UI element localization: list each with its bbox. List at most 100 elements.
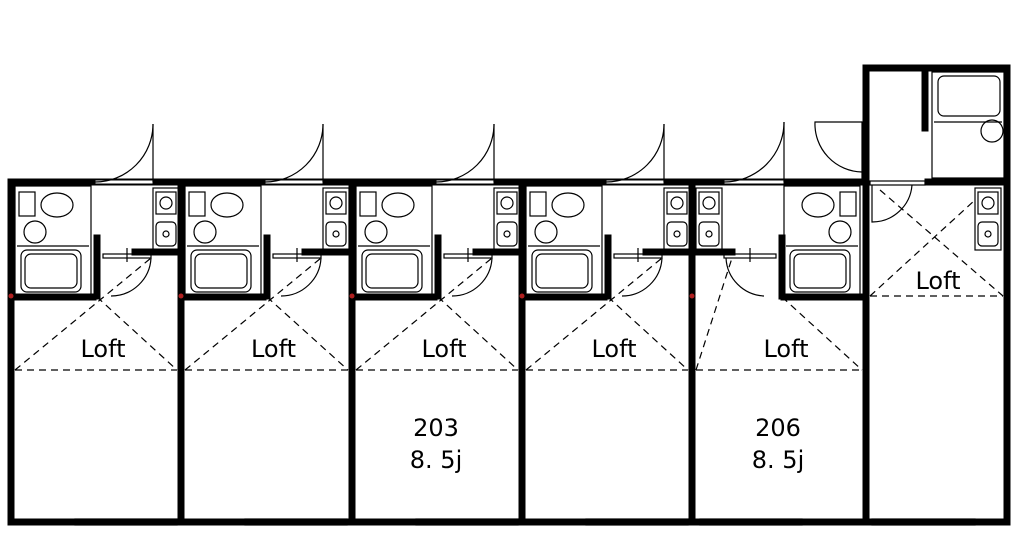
door-swing-arc	[110, 257, 152, 297]
room-area: 8. 5j	[752, 446, 804, 474]
kitchenette	[322, 187, 350, 251]
bathtub-inner	[365, 253, 419, 289]
unit-u3: Loft 203 8. 5j	[348, 123, 526, 526]
bathtub-inner	[24, 253, 78, 289]
bathroom-outline	[184, 185, 262, 297]
toilet-tank-icon	[529, 191, 547, 217]
bathroom	[14, 185, 92, 297]
washbasin-icon	[23, 220, 47, 244]
burner-icon	[670, 196, 684, 210]
toilet-icon	[40, 192, 74, 218]
toilet-tank-icon	[18, 191, 36, 217]
toilet-icon	[210, 192, 244, 218]
entrance-door-swing	[814, 121, 863, 173]
bathroom-outline	[783, 185, 861, 297]
door-swing-arc	[94, 123, 154, 183]
faucet-icon	[503, 230, 511, 238]
toilet-icon	[551, 192, 585, 218]
door-swing-arc	[871, 184, 913, 223]
sink-icon	[325, 221, 347, 247]
entrance-door-frame	[861, 121, 867, 185]
loft-diagonal	[96, 296, 178, 371]
loft-diagonal	[781, 296, 863, 371]
washbasin-icon	[828, 220, 852, 244]
stove-icon	[155, 191, 177, 215]
column-marker	[349, 293, 355, 299]
bathtub-icon	[190, 249, 252, 293]
burner-icon	[500, 196, 514, 210]
stove-icon	[325, 191, 347, 215]
toilet-tank-icon	[359, 191, 377, 217]
loft-label: Loft	[80, 335, 125, 363]
faucet-icon	[332, 230, 340, 238]
loft-label: Loft	[421, 335, 466, 363]
bathtub-icon	[937, 75, 1001, 117]
door-swing-arc	[723, 121, 785, 183]
kitchenette	[695, 187, 723, 251]
stove-icon	[496, 191, 518, 215]
burner-icon	[159, 196, 173, 210]
kitchenette	[152, 187, 180, 251]
door-swing-arc	[435, 123, 495, 183]
loft-label: Loft	[251, 335, 296, 363]
bathtub-icon	[20, 249, 82, 293]
faucet-icon	[705, 230, 713, 238]
loft-diagonal	[14, 257, 152, 371]
corner-unit: Loft	[814, 64, 1011, 526]
bathtub-icon	[789, 249, 851, 293]
burner-icon	[329, 196, 343, 210]
bathroom-outline	[14, 185, 92, 297]
kitchenette	[663, 187, 691, 251]
entrance-door-frame	[723, 179, 785, 185]
sink-icon	[698, 221, 720, 247]
toilet-tank-icon	[188, 191, 206, 217]
room-number: 203	[413, 414, 459, 442]
column-marker	[8, 293, 14, 299]
washbasin-icon	[534, 220, 558, 244]
loft-diagonal	[266, 296, 349, 371]
bathtub-inner	[535, 253, 589, 289]
sink-icon	[496, 221, 518, 247]
bathroom-outline	[931, 71, 1005, 179]
loft-label: Loft	[763, 335, 808, 363]
sink-icon	[666, 221, 688, 247]
loft-label: Loft	[915, 267, 960, 295]
bathroom-outline	[525, 185, 603, 297]
faucet-icon	[984, 230, 992, 238]
unit-u5: Loft 206 8. 5j	[688, 121, 870, 526]
bathroom	[525, 185, 603, 297]
stove-icon	[977, 191, 999, 215]
faucet-icon	[673, 230, 681, 238]
bathtub-inner	[793, 253, 847, 289]
unit-u2: Loft	[177, 123, 356, 526]
door-swing-arc	[725, 257, 765, 297]
burner-icon	[702, 196, 716, 210]
sliding-door	[869, 180, 926, 186]
toilet-icon	[381, 192, 415, 218]
loft-diagonal	[184, 257, 322, 371]
bathroom	[184, 185, 262, 297]
room-number: 206	[755, 414, 801, 442]
bathtub-icon	[531, 249, 593, 293]
sink-icon	[155, 221, 177, 247]
loft-label: Loft	[591, 335, 636, 363]
stove-icon	[698, 191, 720, 215]
loft-diagonal	[437, 296, 519, 371]
bathroom	[783, 185, 861, 297]
loft-diagonal	[695, 257, 733, 371]
door-swing-arc	[280, 257, 322, 297]
kitchenette	[493, 187, 521, 251]
washbasin-icon	[364, 220, 388, 244]
toilet-tank-icon	[839, 191, 857, 217]
column-marker	[689, 293, 695, 299]
kitchenette	[974, 187, 1002, 251]
loft-diagonal	[607, 296, 689, 371]
faucet-icon	[162, 230, 170, 238]
washbasin-icon	[980, 119, 1004, 143]
column-marker	[519, 293, 525, 299]
room-area: 8. 5j	[410, 446, 462, 474]
bathroom-outline	[355, 185, 433, 297]
bathtub-inner	[194, 253, 248, 289]
